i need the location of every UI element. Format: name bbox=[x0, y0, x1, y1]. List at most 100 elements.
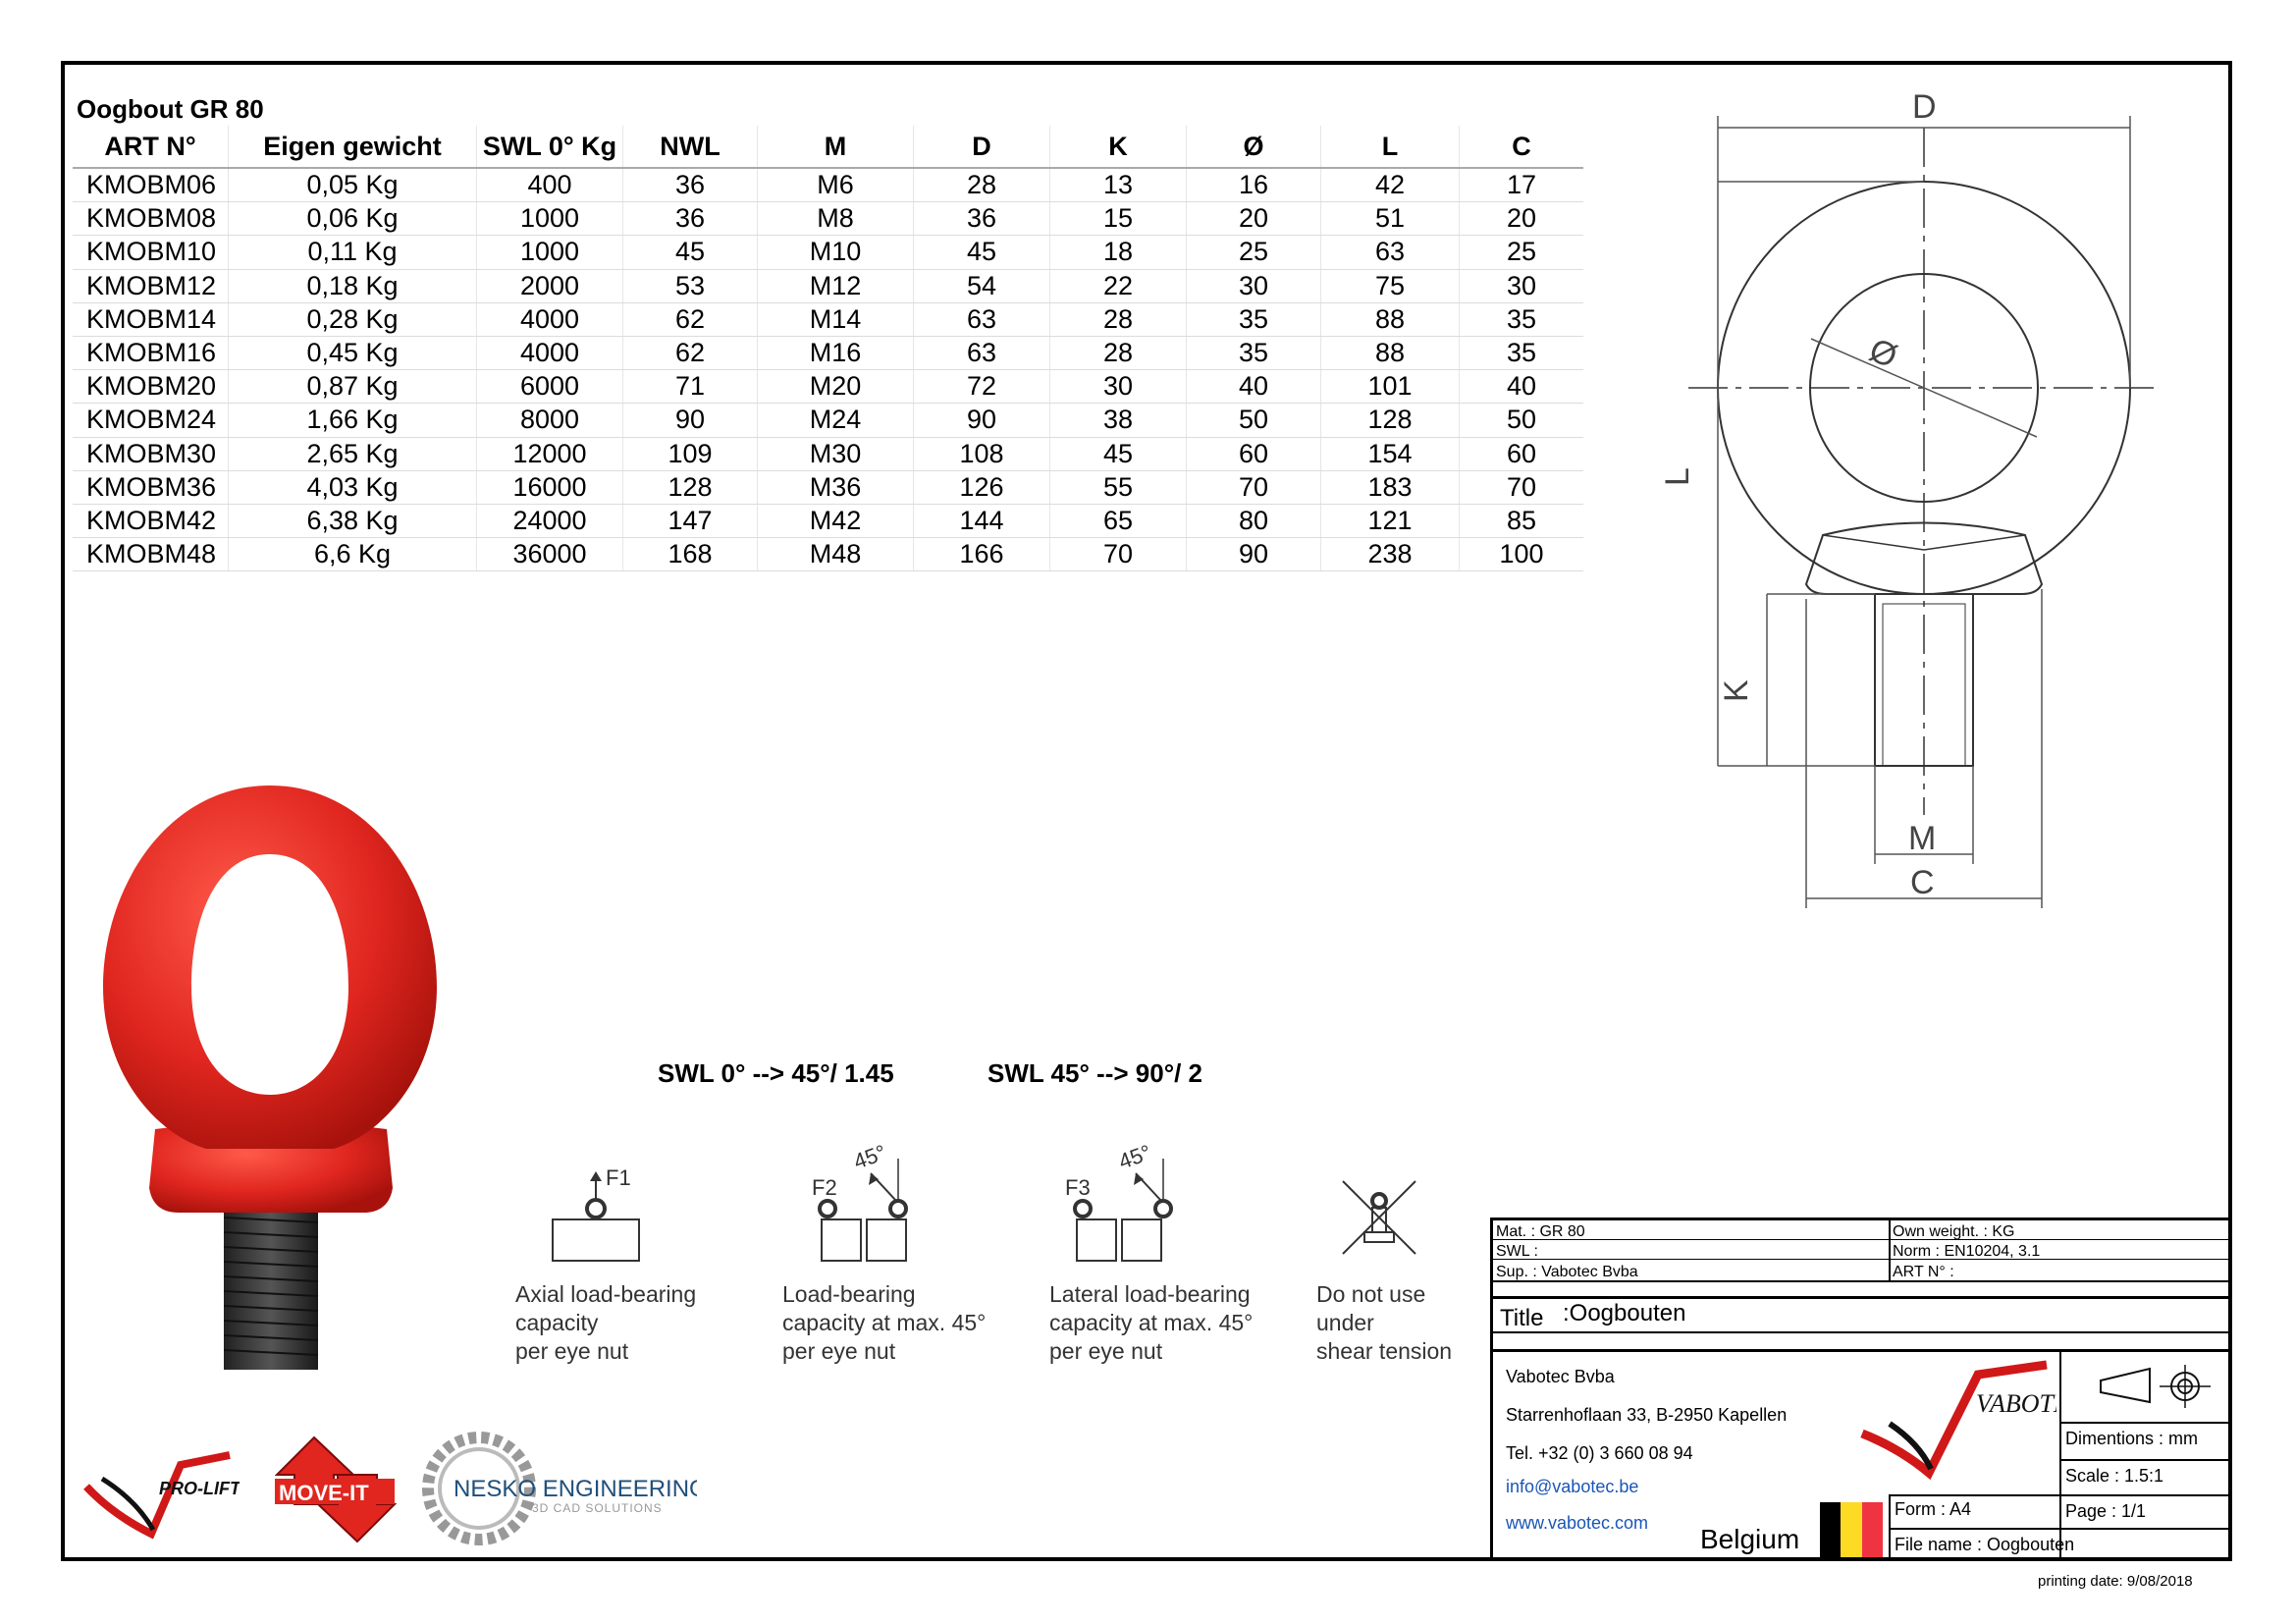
tb-mat: Mat. : GR 80 bbox=[1496, 1223, 1585, 1240]
moveit-text: MOVE-IT bbox=[279, 1481, 369, 1505]
table-cell: KMOBM06 bbox=[73, 168, 229, 203]
column-header: K bbox=[1049, 126, 1187, 169]
table-cell: 0,11 Kg bbox=[228, 235, 477, 270]
table-cell: 17 bbox=[1459, 168, 1583, 203]
table-cell: 400 bbox=[476, 168, 623, 203]
table-cell: 65 bbox=[1049, 504, 1187, 539]
table-cell: 154 bbox=[1320, 437, 1460, 471]
column-header: Eigen gewicht bbox=[228, 126, 477, 169]
table-cell: 4000 bbox=[476, 302, 623, 337]
table-cell: 144 bbox=[913, 504, 1050, 539]
collar bbox=[1804, 521, 2044, 595]
web-link[interactable]: www.vabotec.com bbox=[1506, 1513, 1649, 1533]
table-cell: 70 bbox=[1186, 470, 1321, 505]
table-cell: 147 bbox=[622, 504, 758, 539]
caption-no-shear: Do not use under shear tension bbox=[1316, 1281, 1453, 1364]
table-cell: 25 bbox=[1459, 235, 1583, 270]
table-cell: 108 bbox=[913, 437, 1050, 471]
table-cell: 126 bbox=[913, 470, 1050, 505]
column-header: NWL bbox=[622, 126, 758, 169]
table-cell: 22 bbox=[1049, 269, 1187, 303]
column-header: M bbox=[757, 126, 914, 169]
table-cell: 15 bbox=[1049, 201, 1187, 237]
table-cell: 4000 bbox=[476, 336, 623, 371]
table-cell: 72 bbox=[913, 369, 1050, 405]
prolift-logo: PRO-LIFT bbox=[83, 1451, 240, 1540]
table-cell: 62 bbox=[622, 336, 758, 371]
sheet-frame bbox=[61, 61, 2232, 1561]
table-cell: 35 bbox=[1459, 336, 1583, 371]
table-cell: 63 bbox=[1320, 235, 1460, 270]
table-cell: 38 bbox=[1049, 403, 1187, 438]
table-cell: 45 bbox=[1049, 437, 1187, 471]
tb-own-weight: Own weight. : KG bbox=[1893, 1223, 2015, 1240]
table-cell: M8 bbox=[757, 201, 914, 237]
column-header: SWL 0° Kg bbox=[476, 126, 623, 169]
table-cell: 53 bbox=[622, 269, 758, 303]
table-cell: 6,38 Kg bbox=[228, 504, 477, 539]
tb-page: Page : 1/1 bbox=[2065, 1501, 2147, 1521]
f2-label: F2 bbox=[812, 1175, 837, 1200]
table-cell: 62 bbox=[622, 302, 758, 337]
table-cell: 35 bbox=[1186, 336, 1321, 371]
table-cell: 238 bbox=[1320, 537, 1460, 572]
table-cell: 0,05 Kg bbox=[228, 168, 477, 203]
email-link[interactable]: info@vabotec.be bbox=[1506, 1477, 1639, 1496]
country-label: Belgium bbox=[1700, 1524, 1800, 1554]
table-cell: KMOBM16 bbox=[73, 336, 229, 371]
table-cell: M20 bbox=[757, 369, 914, 405]
angle-label-1: 45° bbox=[850, 1140, 889, 1174]
table-cell: KMOBM48 bbox=[73, 537, 229, 572]
column-header: D bbox=[913, 126, 1050, 169]
table-cell: 13 bbox=[1049, 168, 1187, 203]
table-cell: 45 bbox=[913, 235, 1050, 270]
table-cell: 55 bbox=[1049, 470, 1187, 505]
angle-label-2: 45° bbox=[1115, 1140, 1154, 1174]
table-cell: 70 bbox=[1459, 470, 1583, 505]
table-cell: 1,66 Kg bbox=[228, 403, 477, 438]
tb-form: Form : A4 bbox=[1895, 1499, 1972, 1519]
table-cell: 6000 bbox=[476, 369, 623, 405]
belgium-flag bbox=[1820, 1502, 1883, 1557]
table-cell: 50 bbox=[1186, 403, 1321, 438]
table-cell: 121 bbox=[1320, 504, 1460, 539]
no-shear-icon bbox=[1342, 1180, 1416, 1255]
table-cell: 88 bbox=[1320, 302, 1460, 337]
table-cell: 12000 bbox=[476, 437, 623, 471]
table-cell: 45 bbox=[622, 235, 758, 270]
tb-swl: SWL : bbox=[1496, 1243, 1538, 1260]
table-cell: 30 bbox=[1459, 269, 1583, 303]
moveit-logo: MOVE-IT bbox=[275, 1435, 397, 1543]
table-cell: M16 bbox=[757, 336, 914, 371]
tb-title-label: Title bbox=[1500, 1305, 1544, 1331]
table-cell: M36 bbox=[757, 470, 914, 505]
table-cell: 36000 bbox=[476, 537, 623, 572]
dim-diameter-label: Ø bbox=[1864, 331, 1902, 375]
swl-rule-1: SWL 0° --> 45°/ 1.45 bbox=[658, 1058, 894, 1088]
table-cell: 4,03 Kg bbox=[228, 470, 477, 505]
table-cell: 0,28 Kg bbox=[228, 302, 477, 337]
table-cell: 0,06 Kg bbox=[228, 201, 477, 237]
column-header: C bbox=[1459, 126, 1583, 169]
table-cell: 54 bbox=[913, 269, 1050, 303]
table-cell: 28 bbox=[1049, 336, 1187, 371]
table-cell: 128 bbox=[1320, 403, 1460, 438]
table-cell: KMOBM08 bbox=[73, 201, 229, 237]
table-cell: 2000 bbox=[476, 269, 623, 303]
tb-art: ART N° : bbox=[1893, 1264, 1954, 1280]
table-cell: 88 bbox=[1320, 336, 1460, 371]
table-cell: 1000 bbox=[476, 235, 623, 270]
table-cell: KMOBM30 bbox=[73, 437, 229, 471]
table-cell: 109 bbox=[622, 437, 758, 471]
table-cell: 18 bbox=[1049, 235, 1187, 270]
table-title: Oogbout GR 80 bbox=[77, 94, 264, 124]
